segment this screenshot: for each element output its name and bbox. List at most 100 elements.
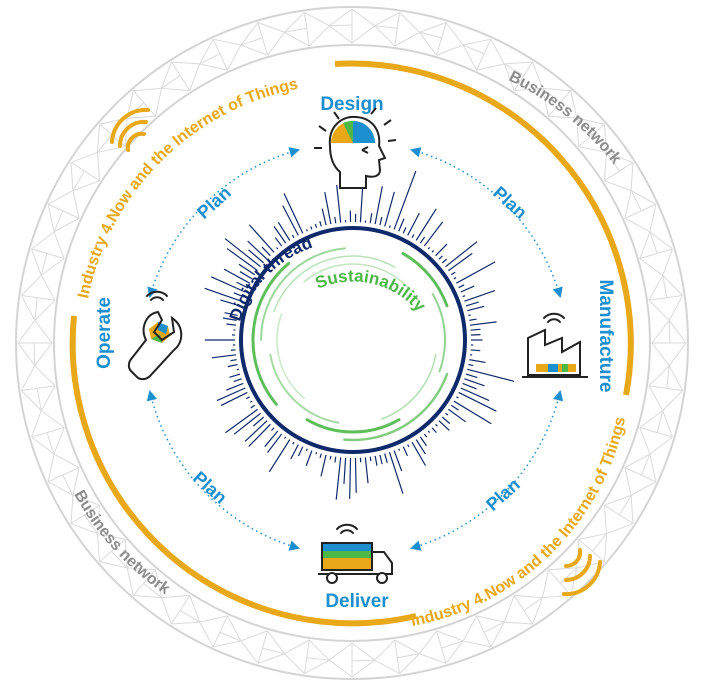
mesh-line	[649, 454, 657, 482]
mesh-line	[132, 90, 156, 117]
burst-ray	[452, 261, 496, 286]
burst-ray	[387, 448, 404, 494]
burst-ray	[320, 450, 328, 477]
mesh-line	[160, 597, 172, 625]
mesh-line	[374, 25, 398, 29]
sustainability-arc	[401, 251, 449, 308]
mesh-line	[21, 390, 42, 411]
mesh-line	[240, 44, 268, 56]
delivery-truck-icon	[318, 523, 393, 584]
mesh-line	[96, 124, 101, 153]
mesh-line	[351, 659, 375, 678]
sustainability-arc	[269, 353, 340, 424]
outer-mesh-ring	[15, 6, 689, 680]
mesh-line	[542, 87, 571, 92]
mesh-line	[606, 151, 634, 163]
plan-label-bottom-right: Plan	[482, 474, 524, 514]
mesh-line	[199, 53, 221, 65]
mesh-line	[31, 231, 55, 250]
sustainability-arc	[273, 255, 396, 313]
burst-ray	[283, 193, 306, 238]
mesh-line	[476, 615, 492, 648]
mesh-line	[445, 22, 464, 46]
mesh-line	[630, 190, 657, 205]
burst-ray	[405, 212, 420, 240]
mesh-line	[161, 594, 190, 599]
mesh-line	[483, 621, 505, 633]
mesh-line	[40, 258, 65, 276]
mesh-line	[240, 640, 259, 664]
mesh-line	[648, 385, 683, 392]
mesh-line	[47, 190, 74, 205]
burst-ray	[225, 406, 262, 434]
mesh-line	[72, 180, 100, 192]
mesh-line	[20, 365, 36, 391]
burst-ray	[354, 453, 357, 493]
plan-label-top-right: Plan	[489, 182, 531, 222]
mesh-line	[96, 152, 101, 181]
mesh-line	[374, 639, 396, 661]
mesh-line	[399, 12, 420, 33]
mesh-line	[624, 203, 657, 219]
mesh-line	[445, 640, 464, 664]
mesh-line	[523, 597, 543, 611]
mesh-line	[639, 410, 664, 428]
burst-ray	[359, 188, 364, 227]
mesh-line	[351, 642, 375, 661]
mesh-line	[394, 639, 401, 674]
mesh-line	[257, 22, 285, 33]
mesh-line	[40, 385, 56, 411]
mesh-line	[240, 37, 263, 46]
mesh-line	[303, 12, 310, 47]
mesh-line	[171, 61, 191, 91]
mesh-line	[532, 61, 544, 89]
mesh-line	[419, 653, 447, 664]
burst-ray	[224, 238, 265, 270]
mesh-line	[374, 11, 400, 27]
burst-ray	[233, 410, 265, 435]
mesh-line	[651, 320, 670, 344]
burst-ray	[383, 191, 395, 231]
digital-thread-ring	[239, 226, 467, 454]
mesh-line	[161, 87, 190, 92]
mesh-line	[668, 342, 687, 366]
stage-label-operate: Operate	[94, 297, 115, 369]
mesh-line	[21, 385, 56, 392]
plan-label-bottom-left: Plan	[189, 467, 231, 507]
mesh-line	[284, 653, 305, 674]
mesh-line	[578, 533, 607, 540]
mesh-line	[639, 427, 673, 438]
mesh-line	[240, 22, 259, 46]
mesh-line	[662, 248, 673, 276]
head-with-idea-icon	[314, 107, 397, 189]
wireless-signal-icon	[110, 107, 150, 152]
mesh-line	[578, 146, 607, 153]
mesh-line	[606, 523, 634, 535]
mesh-line	[31, 427, 65, 438]
mesh-line	[559, 567, 578, 584]
mesh-line	[189, 595, 201, 623]
mesh-line	[284, 27, 307, 33]
mesh-line	[213, 640, 241, 648]
burst-ray	[364, 453, 369, 484]
mesh-line	[624, 190, 632, 219]
sustainability-arc	[251, 261, 291, 406]
burst-ray	[226, 248, 262, 274]
mesh-line	[20, 295, 36, 321]
mesh-line	[161, 75, 181, 89]
mesh-line	[306, 657, 330, 661]
mesh-line	[34, 342, 53, 366]
burst-ray	[392, 170, 417, 234]
mesh-line	[47, 481, 74, 496]
mesh-line	[31, 248, 42, 276]
mesh-line	[155, 569, 162, 598]
mesh-line	[199, 615, 228, 623]
mesh-line	[171, 61, 200, 65]
mesh-line	[570, 567, 578, 596]
mesh-line	[70, 495, 74, 524]
mesh-line	[284, 31, 310, 47]
mesh-line	[662, 410, 673, 438]
mesh-line	[21, 294, 56, 301]
mesh-line	[329, 8, 353, 27]
